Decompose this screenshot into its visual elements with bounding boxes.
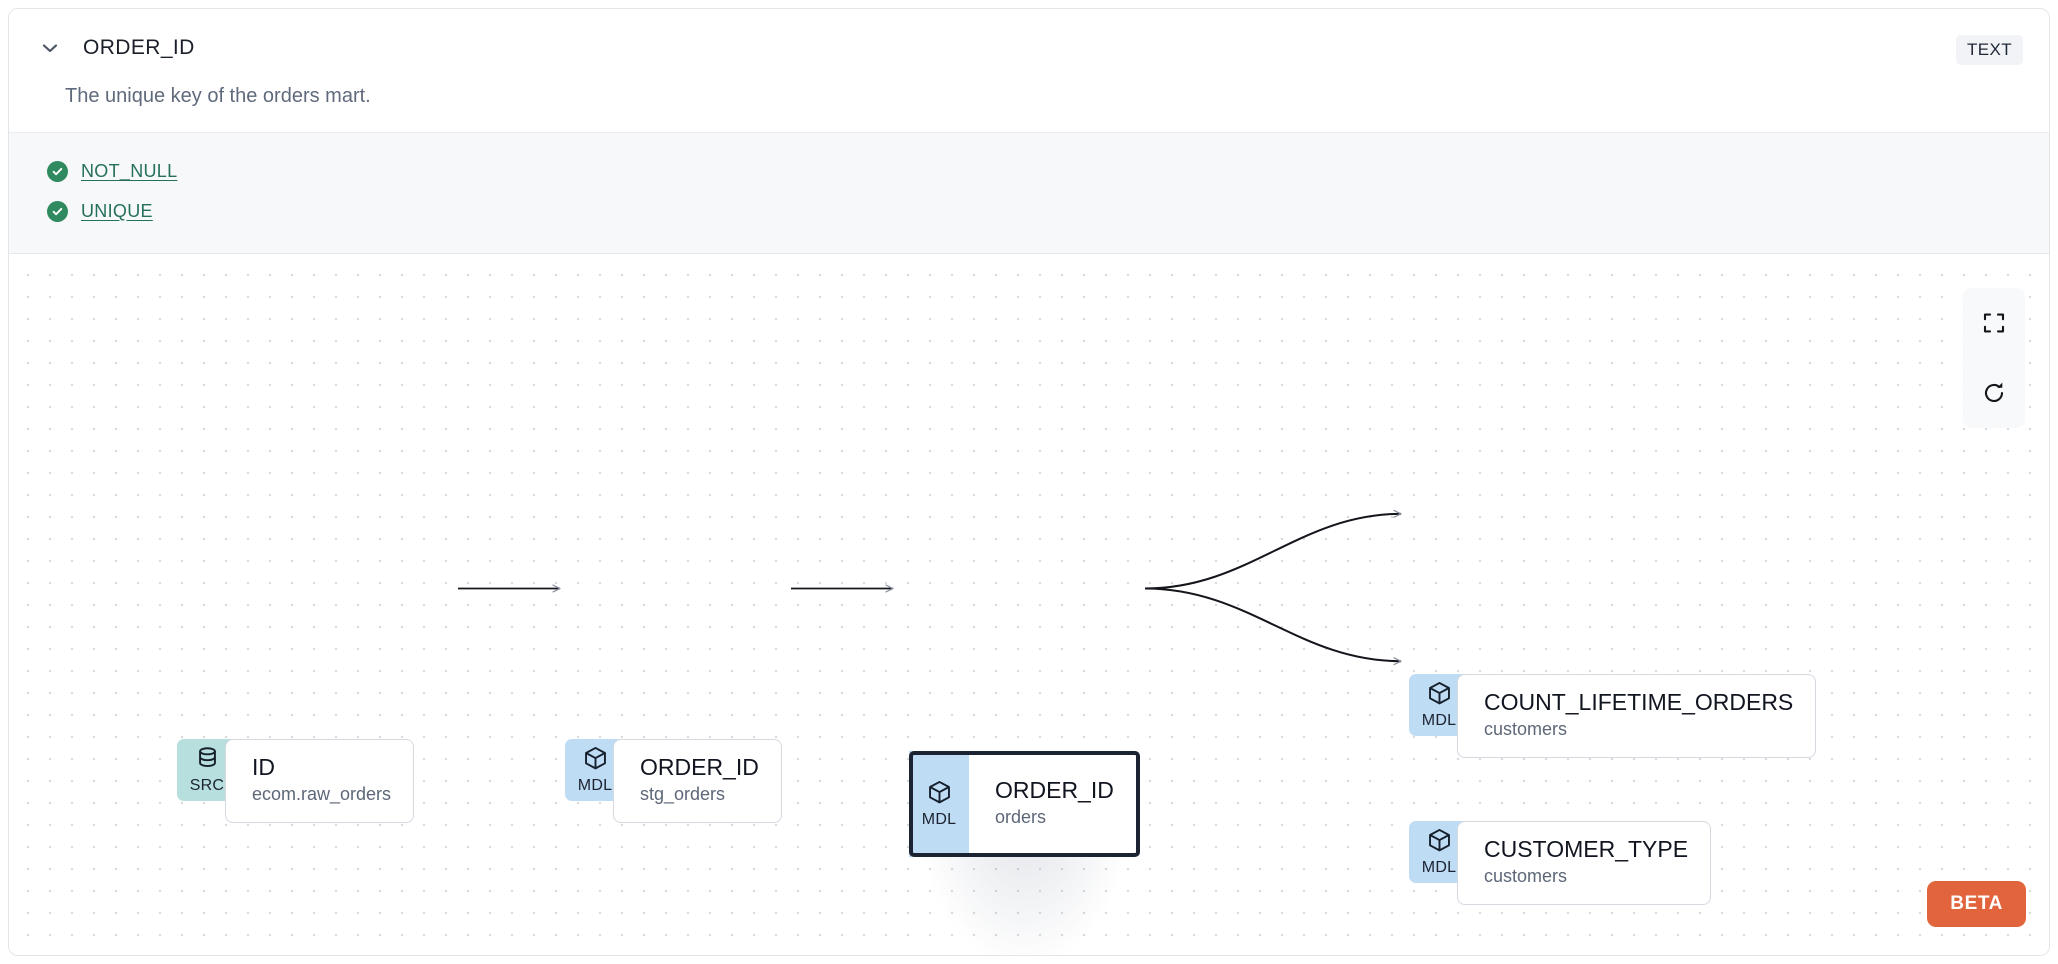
check-circle-icon [47, 160, 68, 182]
cube-icon [1426, 680, 1453, 712]
cube-icon [1426, 827, 1453, 859]
node-resource: orders [995, 807, 1047, 828]
node-kind-label: MDL [921, 811, 957, 828]
node-name: CUSTOMER_TYPE [1484, 836, 1689, 863]
node-body: ID ecom.raw_orders [225, 739, 415, 823]
node-kind-label: SRC [189, 777, 225, 794]
canvas-controls [1963, 288, 2025, 428]
node-name: ORDER_ID [640, 754, 759, 781]
node-kind-label: MDL [1421, 859, 1457, 876]
lineage-node-customer-type[interactable]: MDL CUSTOMER_TYPE customers [1409, 821, 1712, 905]
node-body: ORDER_ID stg_orders [613, 739, 782, 823]
check-circle-icon [47, 200, 68, 222]
fullscreen-icon[interactable] [1963, 288, 2025, 358]
node-name: ORDER_ID [995, 777, 1114, 804]
page-title: ORDER_ID [83, 36, 195, 59]
lineage-node-count-lifetime-orders[interactable]: MDL COUNT_LIFETIME_ORDERS customers [1409, 674, 1817, 758]
column-description: The unique key of the orders mart. [65, 85, 371, 107]
lineage-node-orders-order-id[interactable]: MDL ORDER_ID orders [909, 751, 1140, 955]
node-kind-badge: MDL [909, 751, 969, 857]
test-row[interactable]: UNIQUE [9, 191, 2049, 231]
card-header: ORDER_ID TEXT The unique key of the orde… [9, 9, 2049, 108]
node-name: ID [252, 754, 275, 781]
node-body: ORDER_ID orders [969, 751, 1140, 857]
test-link-unique[interactable]: UNIQUE [81, 200, 153, 221]
node-resource: customers [1484, 866, 1568, 887]
node-resource: customers [1484, 719, 1568, 740]
beta-badge[interactable]: BETA [1927, 881, 2026, 927]
node-resource: stg_orders [640, 784, 726, 805]
node-resource: ecom.raw_orders [252, 784, 392, 805]
column-detail-card: ORDER_ID TEXT The unique key of the orde… [8, 8, 2050, 956]
node-kind-label: MDL [577, 777, 613, 794]
node-body: CUSTOMER_TYPE customers [1457, 821, 1712, 905]
chevron-down-icon[interactable] [35, 33, 65, 63]
lineage-node-src-id[interactable]: SRC ID ecom.raw_orders [177, 739, 415, 823]
header-title-row: ORDER_ID [35, 31, 2023, 65]
test-link-not-null[interactable]: NOT_NULL [81, 160, 178, 181]
lineage-graph-canvas[interactable]: SRC ID ecom.raw_orders MDL ORDE [9, 254, 2049, 955]
node-body: COUNT_LIFETIME_ORDERS customers [1457, 674, 1817, 758]
cube-icon [582, 745, 609, 777]
lineage-node-stg-order-id[interactable]: MDL ORDER_ID stg_orders [565, 739, 782, 823]
node-name: COUNT_LIFETIME_ORDERS [1484, 689, 1794, 716]
edge-orders-to-count-lifetime-orders [1144, 509, 1402, 590]
tests-section: NOT_NULL UNIQUE [9, 132, 2049, 254]
edge-orders-to-customer-type [1144, 587, 1402, 666]
node-kind-label: MDL [1421, 712, 1457, 729]
refresh-icon[interactable] [1963, 358, 2025, 428]
data-type-badge: TEXT [1955, 35, 2023, 65]
test-row[interactable]: NOT_NULL [9, 151, 2049, 191]
cube-icon [926, 779, 953, 811]
database-icon [194, 745, 221, 777]
